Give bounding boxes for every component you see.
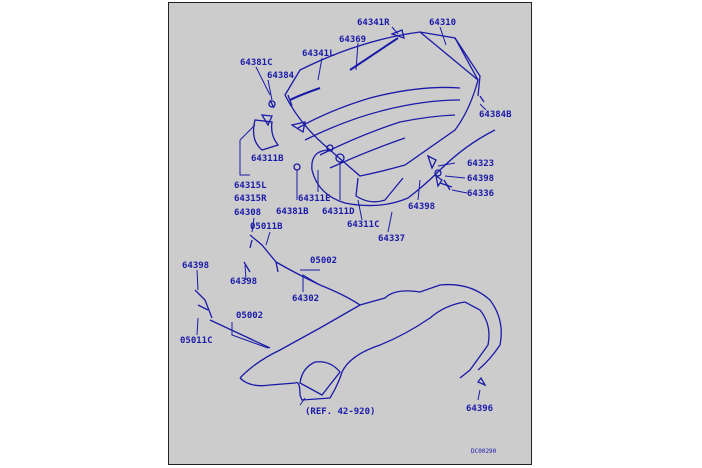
label-64323: 64323 [467,159,494,169]
label-05011B: 05011B [250,222,283,232]
lower-cable [194,234,361,349]
label-64384B: 64384B [479,110,512,120]
label-05011C: 05011C [180,336,213,346]
label-64336: 64336 [467,189,494,199]
label-64337: 64337 [378,234,405,244]
label-64311B: 64311B [251,154,284,164]
trunk-lid [284,31,481,203]
label-64384: 64384 [267,71,295,81]
label-64398-mid: 64398 [230,277,257,287]
release-cable [311,129,496,207]
label-64398-latch: 64398 [467,174,494,184]
label-64311D: 64311D [322,207,355,217]
floor-panel [239,283,502,401]
diagram-sheet [168,2,532,465]
label-64381B: 64381B [276,207,309,217]
label-64315R: 64315R [234,194,267,204]
label-64308: 64308 [234,208,261,218]
label-64311E: 64311E [298,194,331,204]
latch-parts [293,95,485,191]
lid-stays [287,29,405,107]
label-64341L: 64341L [302,49,335,59]
label-64369: 64369 [339,35,366,45]
label-64398-cable: 64398 [408,202,435,212]
drawing-code: DC00290 [471,448,497,455]
label-64310: 64310 [429,18,456,28]
label-64398-left: 64398 [182,261,209,271]
hinge-left [252,99,306,151]
label-64341R: 64341R [357,18,390,28]
label-64381C: 64381C [240,58,273,68]
label-ref: (REF. 42-920) [305,407,375,417]
label-64302: 64302 [292,294,319,304]
label-05002-lower: 05002 [236,311,263,321]
label-64396: 64396 [466,404,493,414]
label-05002-upper: 05002 [310,256,337,266]
leader-lines [196,26,487,406]
label-64311C: 64311C [347,220,380,230]
label-64315L: 64315L [234,181,267,191]
part-labels: 64341R 64310 64369 64341L 64381C 64384 6… [180,18,512,455]
